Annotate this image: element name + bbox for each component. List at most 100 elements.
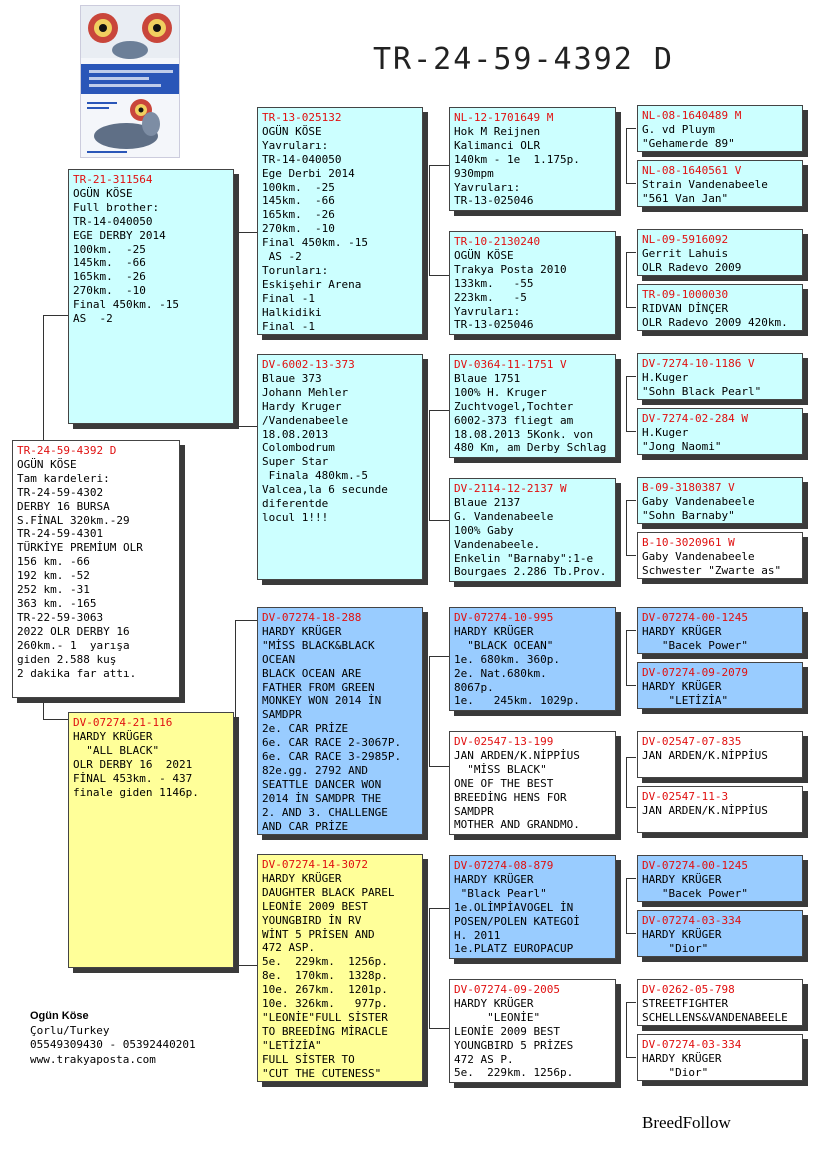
pedigree-text-line: WİNT 5 PRİSEN AND [262, 928, 418, 942]
pedigree-text-line: JAN ARDEN/K.NİPPİUS [454, 749, 611, 763]
connector-line [626, 757, 636, 758]
pedigree-text-line: MOTHER AND GRANDMO. [454, 818, 611, 832]
pedigree-text-line: 6002-373 fliegt am [454, 414, 611, 428]
pedigree-text-line: "561 Van Jan" [642, 192, 798, 206]
pedigree-text-line: Enkelin "Barnaby":1-e [454, 552, 611, 566]
connector-line [626, 1002, 627, 1057]
contact-website[interactable]: www.trakyaposta.com [30, 1053, 196, 1068]
connector-line [626, 307, 636, 308]
pedigree-text-line: Blaue 2137 [454, 496, 611, 510]
pedigree-text-line: HARDY KRÜGER [642, 873, 798, 887]
pedigree-text-line: HARDY KRÜGER [642, 928, 798, 942]
pedigree-text-line: OLR Radevo 2009 [642, 261, 798, 275]
pedigree-text-line: DERBY 16 BURSA [17, 500, 175, 514]
pedigree-text-line: Bourgaes 2.286 Tb.Prov. [454, 565, 611, 579]
connector-line [429, 908, 430, 1028]
contact-block: Ogün Köse Çorlu/Turkey 05549309430 - 053… [30, 1009, 196, 1067]
pedigree-text-line: 140km - 1e 1.175p. [454, 153, 611, 167]
pigeon-photo [80, 5, 180, 158]
pedigree-text-line: 82e.gg. 2792 AND [262, 764, 418, 778]
ring-number: DV-07274-03-334 [642, 1038, 798, 1052]
pedigree-text-line: OCEAN [262, 653, 418, 667]
pedigree-text-line: HARDY KRÜGER [642, 625, 798, 639]
pedigree-text-line: RIDVAN DİNÇER [642, 302, 798, 316]
ring-number: DV-02547-13-199 [454, 735, 611, 749]
connector-line [626, 807, 636, 808]
pedigree-text-line: Johann Mehler [262, 386, 418, 400]
pedigree-text-line: Final 450km. -15 [262, 236, 418, 250]
pedigree-text-line: H. 2011 [454, 929, 611, 943]
pedigree-text-line: Final 450km. -15 [73, 298, 229, 312]
connector-line [626, 878, 636, 879]
pedigree-text-line: Hok M Reijnen [454, 125, 611, 139]
connector-line [626, 128, 636, 129]
pedigree-text-line: "MİSS BLACK" [454, 763, 611, 777]
ring-number: NL-12-1701649 M [454, 111, 611, 125]
pedigree-text-line: 18.08.2013 [262, 428, 418, 442]
pedigree-text-line: HARDY KRÜGER [262, 872, 418, 886]
connector-line [626, 1057, 636, 1058]
contact-phone: 05549309430 - 05392440201 [30, 1038, 196, 1053]
pedigree-text-line: 480 Km, am Derby Schlag [454, 441, 611, 455]
pedigree-text-line: OGÜN KÖSE [454, 249, 611, 263]
pedigree-text-line: Gaby Vandenabeele [642, 550, 798, 564]
pedigree-text-line: FULL SİSTER TO [262, 1053, 418, 1067]
pedigree-text-line: Finala 480km.-5 [262, 469, 418, 483]
ring-number: DV-07274-09-2079 [642, 666, 798, 680]
pedigree-text-line: G. Vandenabeele [454, 510, 611, 524]
pedigree-text-line: G. vd Pluym [642, 123, 798, 137]
pedigree-text-line: 6e. CAR RACE 3-2985P. [262, 750, 418, 764]
pedigree-text-line: Ege Derbi 2014 [262, 167, 418, 181]
ring-number: TR-13-025132 [262, 111, 418, 125]
pedigree-text-line: FATHER FROM GREEN [262, 681, 418, 695]
connector-line [43, 315, 44, 440]
ring-number: DV-07274-10-995 [454, 611, 611, 625]
pedigree-text-line: 8067p. [454, 681, 611, 695]
pedigree-text-line: 145km. -66 [73, 256, 229, 270]
pedigree-text-line: EGE DERBY 2014 [73, 229, 229, 243]
connector-line [429, 165, 449, 166]
pedigree-text-line: OLR Radevo 2009 420km. [642, 316, 798, 330]
ring-number: DV-0262-05-798 [642, 983, 798, 997]
pedigree-text-line: OLR DERBY 16 2021 [73, 758, 229, 772]
pedigree-text-line: "Sohn Barnaby" [642, 509, 798, 523]
pedigree-text-line: LEONİE 2009 BEST [262, 900, 418, 914]
pedigree-text-line: 472 ASP. [262, 941, 418, 955]
pedigree-text-line: TÜRKİYE PREMİUM OLR [17, 541, 175, 555]
connector-line [235, 620, 236, 965]
ring-number: TR-09-1000030 [642, 288, 798, 302]
ring-number: DV-6002-13-373 [262, 358, 418, 372]
pedigree-text-line: H.Kuger [642, 426, 798, 440]
